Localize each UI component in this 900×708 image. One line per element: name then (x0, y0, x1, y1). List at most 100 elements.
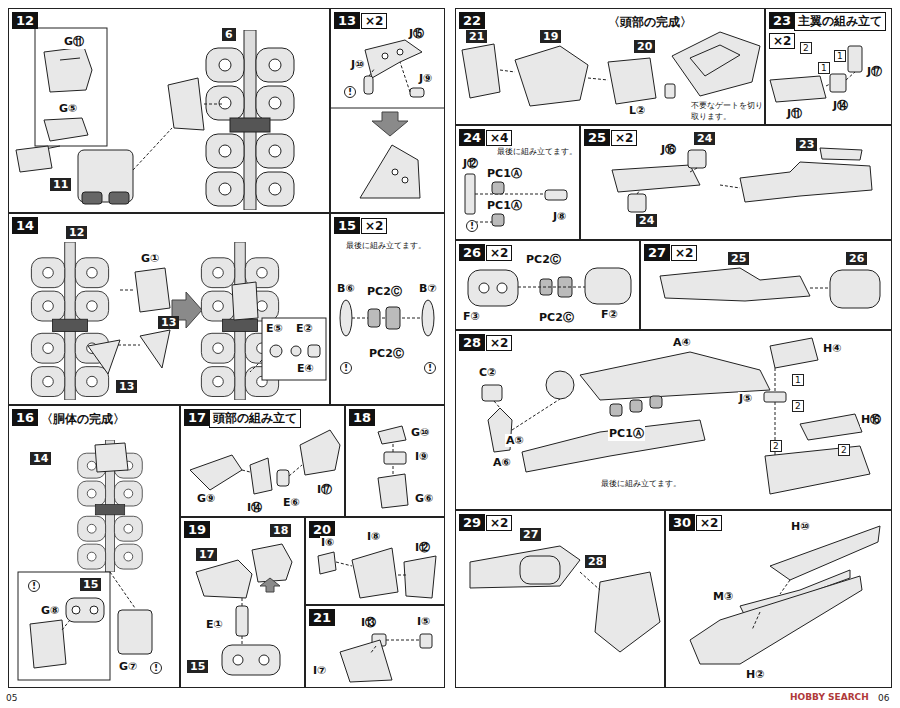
part-drawing (720, 185, 740, 188)
step-12-drawing (16, 28, 294, 210)
order-number: 2 (770, 440, 782, 452)
part-label: J⑫ (462, 156, 479, 171)
step-title: 主翼の組み立て (794, 12, 886, 31)
step-18-drawing (378, 426, 408, 508)
part-drawing (830, 74, 846, 92)
part-drawing (206, 30, 294, 210)
part-drawing (260, 578, 280, 592)
step-number: 16 (12, 409, 38, 426)
part-drawing (518, 287, 585, 288)
part-drawing (410, 88, 424, 97)
part-drawing (30, 620, 66, 668)
subassembly-number: 21 (466, 30, 487, 43)
subassembly-number: 14 (30, 452, 51, 465)
part-label: G① (140, 252, 160, 265)
part-drawing (62, 620, 70, 630)
part-label: G⑤ (58, 102, 78, 115)
part-drawing (580, 572, 600, 590)
part-label: B⑦ (418, 282, 438, 295)
part-drawing (262, 318, 326, 380)
part-drawing (765, 446, 870, 494)
part-label: I⑥ (320, 536, 335, 549)
step-16-drawing (18, 440, 152, 680)
part-drawing (31, 242, 108, 400)
step-number: 14 (12, 217, 38, 234)
part-drawing (236, 606, 248, 636)
part-drawing (546, 371, 574, 399)
part-drawing (233, 655, 243, 665)
quantity-mark: ×2 (611, 130, 637, 146)
part-drawing (340, 300, 352, 336)
quantity-mark: ×2 (696, 515, 722, 531)
part-label: L② (628, 104, 646, 117)
part-drawing (95, 443, 128, 472)
step-27-drawing (660, 268, 880, 308)
part-drawing (422, 300, 434, 336)
part-drawing (468, 270, 518, 306)
part-drawing (60, 58, 80, 60)
subassembly-number: 13 (158, 316, 179, 329)
subassembly-number: 28 (585, 555, 606, 568)
part-label: B⑥ (336, 282, 356, 295)
step-26-drawing (468, 268, 631, 306)
subassembly-number: 15 (187, 660, 208, 673)
part-drawing (369, 68, 375, 76)
part-drawing (90, 606, 98, 614)
order-number: 1 (792, 374, 804, 386)
part-drawing (665, 84, 675, 98)
part-drawing (764, 392, 786, 402)
part-drawing (846, 72, 855, 80)
part-drawing (465, 174, 475, 214)
part-drawing (462, 44, 500, 98)
part-drawing (610, 404, 622, 416)
step-14-drawing (31, 242, 326, 400)
subassembly-number: 25 (728, 252, 749, 265)
part-label: A⑥ (492, 456, 512, 469)
quantity-mark: ×2 (486, 245, 512, 261)
step-title: 頭部の組み立て (209, 409, 301, 428)
part-drawing (470, 546, 580, 588)
subassembly-number: 13 (116, 380, 137, 393)
part-drawing (78, 440, 143, 572)
step-panel: 16〈胴体の完成〉 (8, 405, 180, 688)
part-drawing (318, 552, 336, 574)
step-panel: 13×2 (330, 8, 445, 213)
part-label: G⑥ (414, 492, 434, 505)
part-label: J⑰ (866, 64, 883, 79)
part-drawing (690, 576, 862, 664)
part-drawing (242, 470, 250, 472)
step-panel: 29×2 (455, 510, 665, 688)
order-number: 2 (792, 400, 804, 412)
part-drawing (848, 46, 862, 72)
part-label: A⑤ (505, 434, 525, 447)
part-drawing (637, 190, 640, 194)
part-drawing (378, 426, 406, 444)
step-panel: 25×2 (580, 125, 892, 240)
order-number: 1 (818, 62, 830, 74)
part-drawing (386, 307, 400, 329)
part-drawing (826, 84, 830, 86)
note: 最後に組み立てます。 (496, 146, 578, 157)
part-label: G⑩ (410, 426, 430, 439)
part-label: I⑭ (246, 500, 263, 515)
step-13-drawing (330, 40, 445, 198)
step-20-drawing (318, 548, 436, 598)
part-drawing (740, 162, 872, 202)
step-panel: 30×2 (665, 510, 892, 688)
part-label: M③ (712, 590, 734, 603)
subassembly-number: 20 (634, 40, 655, 53)
step-23-drawing (770, 46, 862, 102)
caution-mark: ! (150, 662, 162, 674)
part-drawing (270, 345, 282, 357)
watermark: HOBBY SEARCH (790, 692, 869, 702)
part-drawing (368, 309, 380, 327)
part-label: G⑨ (196, 492, 216, 505)
quantity-mark: ×2 (361, 13, 387, 29)
part-drawing (752, 612, 760, 630)
part-drawing (44, 47, 92, 92)
part-label: E⑤ (265, 322, 284, 335)
part-drawing (500, 70, 515, 72)
part-drawing (204, 104, 222, 105)
part-drawing (190, 455, 242, 490)
